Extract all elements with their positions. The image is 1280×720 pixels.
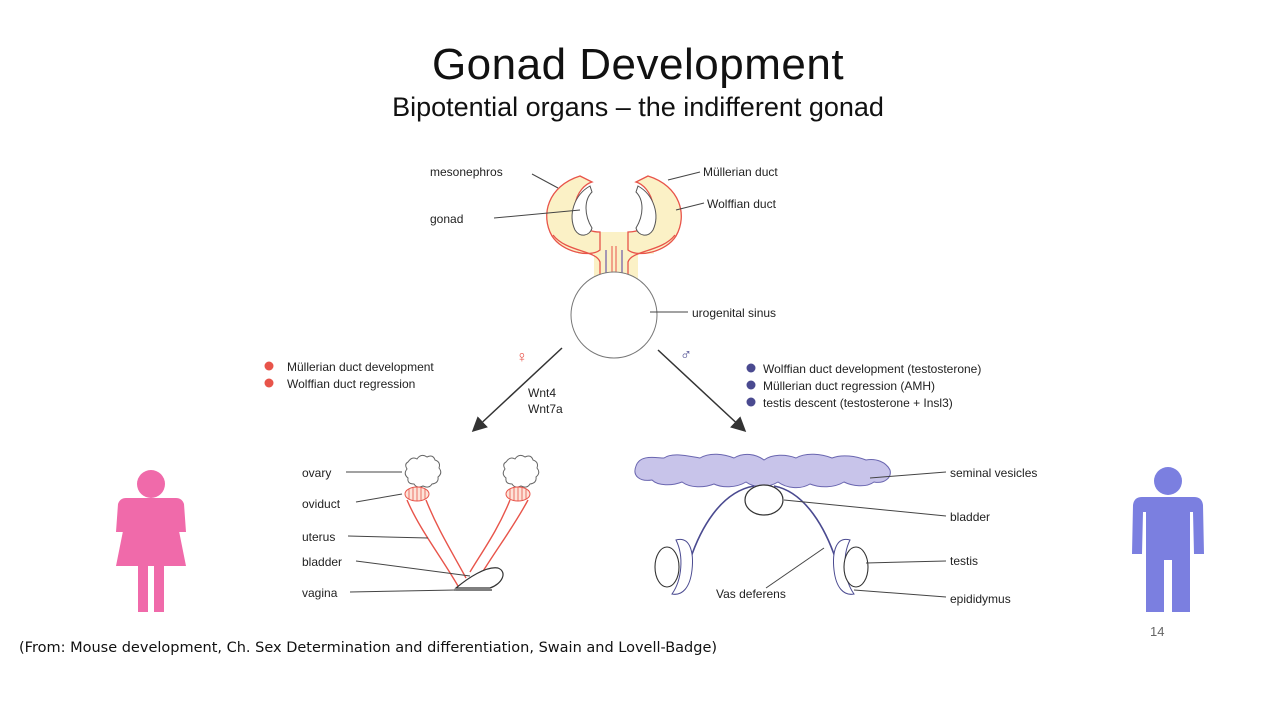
uterine-horn-left-outer	[406, 499, 459, 587]
gonad-right	[635, 185, 657, 236]
mullerian-duct-right	[627, 234, 676, 300]
female-figure-body	[116, 498, 186, 612]
testis-left	[654, 546, 680, 588]
mullerian-leader	[667, 171, 701, 181]
oviduct-right-coils	[509, 487, 527, 501]
label-wolffian-duct: Wolffian duct	[707, 197, 777, 211]
female-tract: ovary oviduct uterus bladder vagina	[302, 454, 540, 600]
label-testis: testis	[950, 554, 978, 568]
label-urogenital-sinus: urogenital sinus	[692, 306, 776, 320]
vagina-leader	[349, 589, 457, 593]
male-pathway-arrow	[657, 349, 747, 433]
epididymus-left	[671, 538, 693, 595]
bladder-male	[744, 484, 784, 516]
vas-deferens-right	[773, 485, 837, 561]
page-number: 14	[1150, 624, 1165, 639]
uterine-horn-left-inner	[425, 499, 467, 579]
male-legend-item: Müllerian duct regression (AMH)	[763, 379, 935, 393]
female-legend-item: Müllerian duct development	[287, 360, 434, 374]
testis-right	[843, 546, 869, 588]
mullerian-duct-left	[552, 234, 601, 300]
gonad-left	[571, 185, 593, 236]
label-seminal-vesicles: seminal vesicles	[950, 466, 1037, 480]
female-figure-head	[137, 470, 165, 498]
epididymus-leader	[853, 589, 947, 598]
uterine-horn-right-inner	[469, 499, 511, 573]
uterus-leader	[347, 535, 429, 539]
oviduct-leader	[355, 493, 403, 503]
label-vas-deferens: Vas deferens	[716, 587, 786, 601]
label-mullerian-duct: Müllerian duct	[703, 165, 778, 179]
wolffian-leader	[675, 202, 705, 211]
legend-bullet	[746, 397, 756, 407]
male-person-icon	[1132, 467, 1204, 612]
legend-bullet	[746, 380, 756, 390]
male-figure-body	[1132, 497, 1204, 612]
seminal-vesicles-leader	[869, 471, 947, 479]
vas-deferens-leader	[765, 547, 825, 589]
male-legend-item: testis descent (testosterone + Insl3)	[763, 396, 953, 410]
indifferent-gonad: mesonephros gonad Müllerian duct Wolffia…	[430, 165, 778, 359]
label-gonad: gonad	[430, 212, 463, 226]
bladder-female-leader	[355, 560, 471, 577]
gene-wnt4: Wnt4	[528, 386, 556, 400]
bladder-female	[454, 567, 504, 589]
gene-wnt7a: Wnt7a	[528, 402, 563, 416]
legend-bullet	[264, 378, 274, 388]
label-oviduct: oviduct	[302, 497, 341, 511]
label-bladder-male: bladder	[950, 510, 990, 524]
testis-leader	[865, 560, 947, 564]
male-legend: Wolffian duct development (testosterone)…	[746, 362, 981, 410]
gonad-leader	[493, 209, 581, 219]
slide-title: Gonad Development	[431, 40, 845, 89]
vas-deferens-left	[689, 485, 755, 561]
urogenital-sinus-shape	[570, 271, 658, 359]
female-symbol-icon: ♀	[516, 349, 528, 366]
label-bladder-female: bladder	[302, 555, 342, 569]
oviduct-left-coils	[408, 487, 426, 501]
label-uterus: uterus	[302, 530, 335, 544]
mesonephros-leader	[531, 173, 559, 189]
male-tract: seminal vesicles bladder testis epididym…	[634, 453, 1037, 606]
female-legend: Müllerian duct development Wolffian duct…	[264, 360, 434, 391]
legend-bullet	[264, 361, 274, 371]
ovary-right	[502, 454, 540, 488]
female-legend-item: Wolffian duct regression	[287, 377, 415, 391]
slide-subtitle: Bipotential organs – the indifferent gon…	[392, 92, 884, 122]
male-symbol-icon: ♂	[680, 347, 692, 364]
seminal-vesicles-shape	[634, 453, 891, 489]
citation: (From: Mouse development, Ch. Sex Determ…	[19, 640, 718, 656]
label-epididymus: epididymus	[950, 592, 1011, 606]
label-ovary: ovary	[302, 466, 331, 480]
male-figure-head	[1154, 467, 1182, 495]
female-person-icon	[116, 470, 186, 612]
female-pathway-arrow	[471, 347, 563, 433]
ovary-left	[404, 454, 442, 488]
male-legend-item: Wolffian duct development (testosterone)	[763, 362, 981, 376]
legend-bullet	[746, 363, 756, 373]
bladder-male-leader	[783, 499, 947, 517]
label-mesonephros: mesonephros	[430, 165, 503, 179]
label-vagina: vagina	[302, 586, 338, 600]
